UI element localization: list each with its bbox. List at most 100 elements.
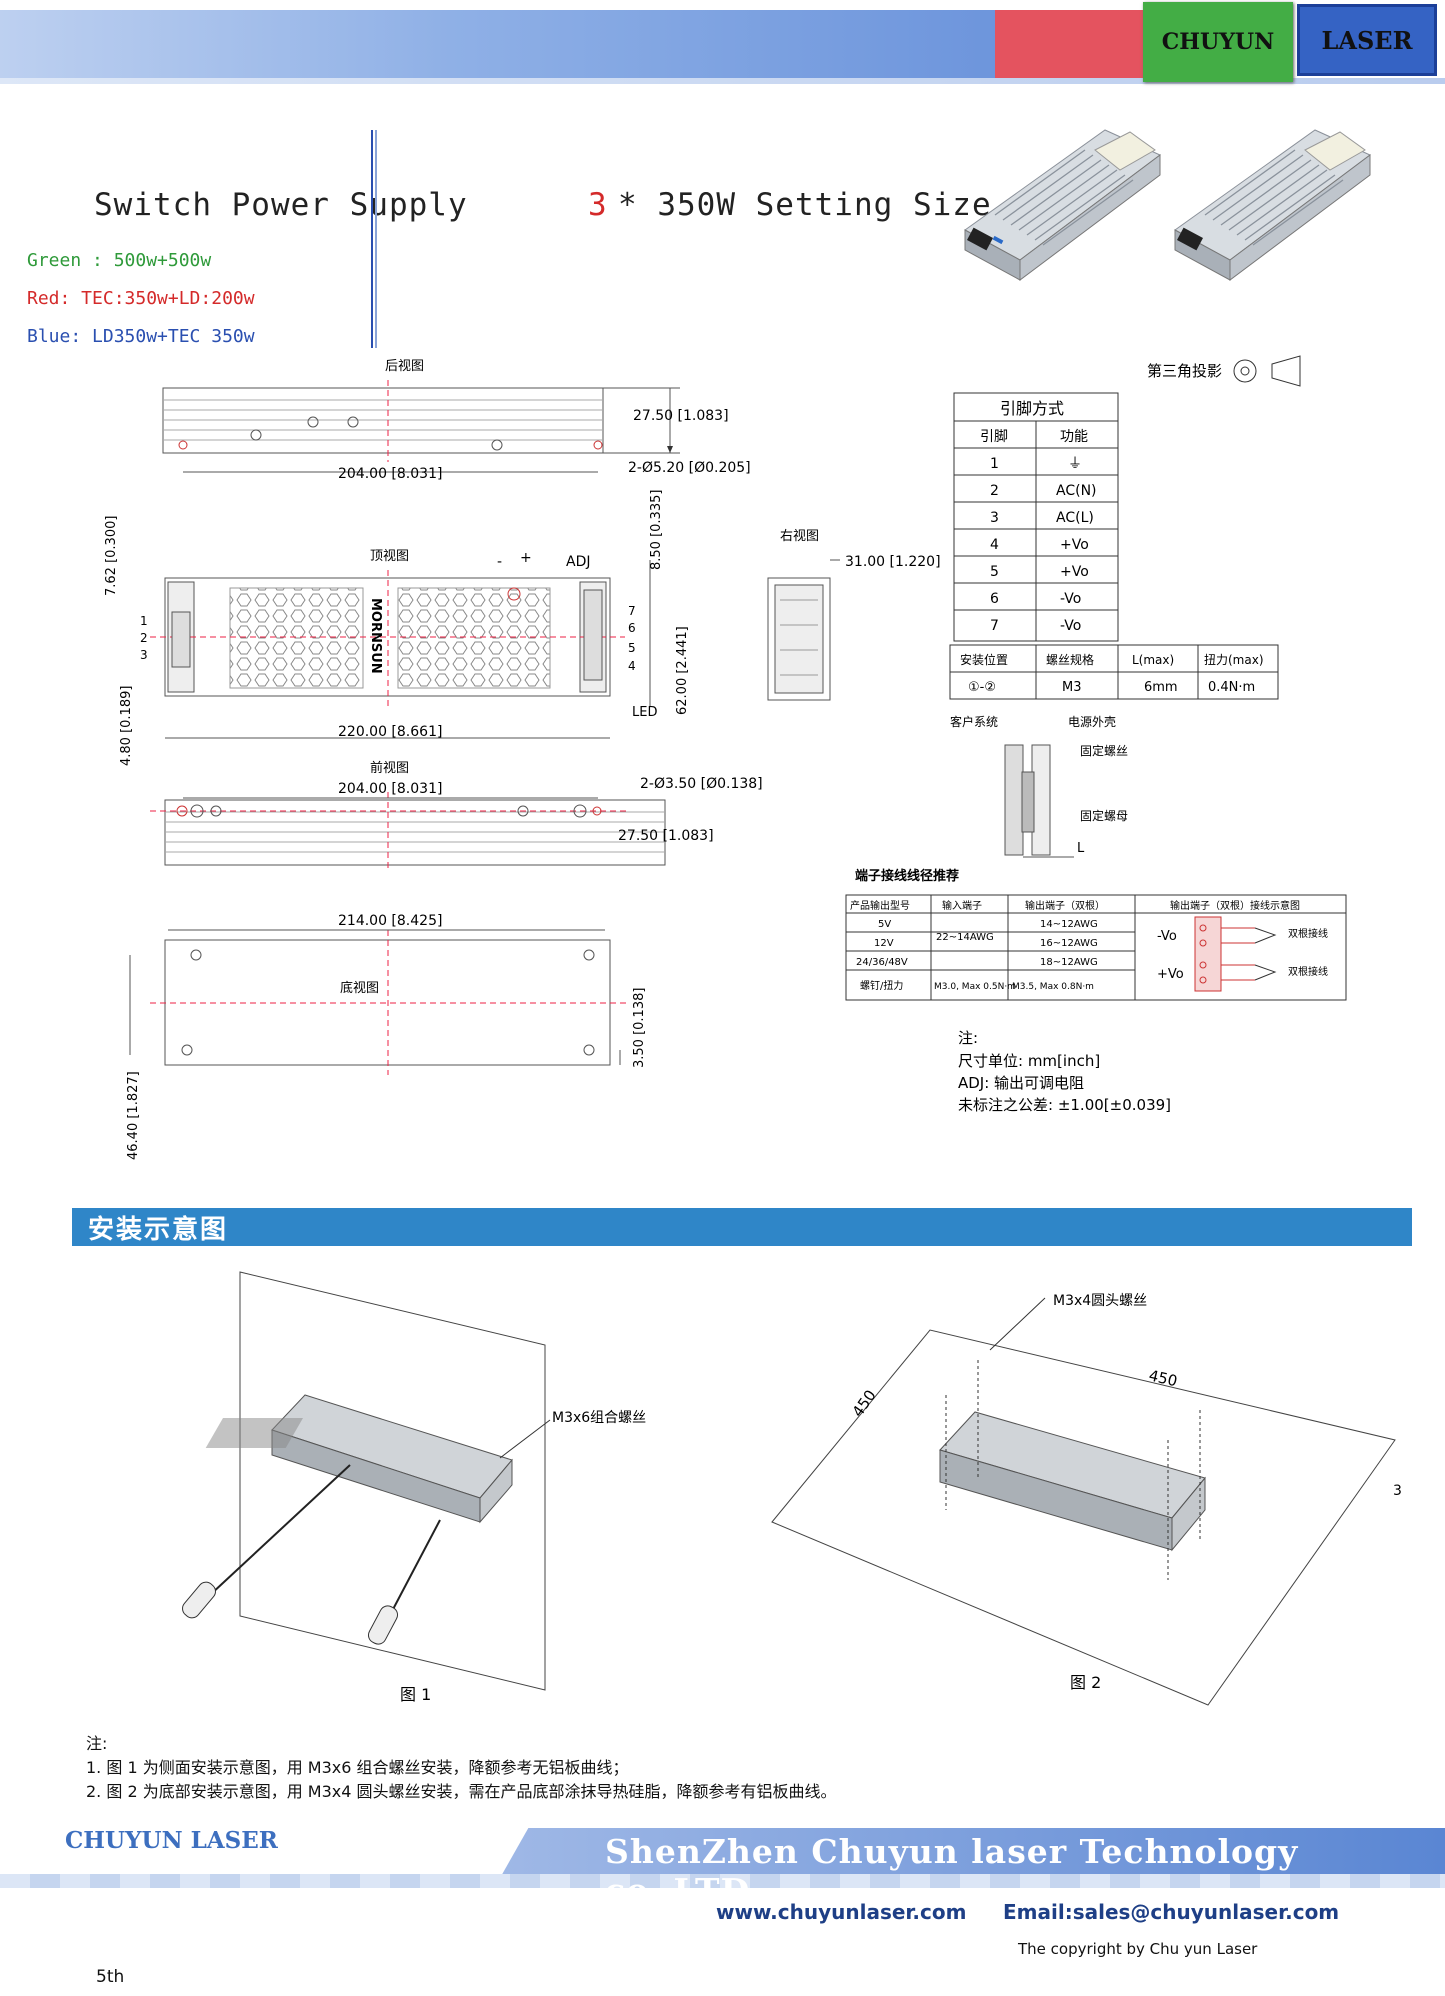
wire-table-title: 端子接线线径推荐 <box>855 868 959 884</box>
legend-red: Red: TEC:350w+LD:200w <box>27 288 255 309</box>
notes-bottom-heading: 注: <box>86 1734 108 1753</box>
title-left: Switch Power Supply <box>94 187 468 223</box>
screw-customer-label: 客户系统 <box>950 714 998 729</box>
wire-header-output: 输出端子（双根） <box>1025 899 1105 912</box>
adj-minus: - <box>497 554 502 570</box>
pin-row-3-function: AC(L) <box>1056 510 1094 526</box>
dim-top-width: 220.00 [8.661] <box>338 724 442 740</box>
header-gradient-band <box>0 10 1000 78</box>
pin-row-6-pin: 6 <box>990 591 999 607</box>
header-red-block <box>995 10 1145 78</box>
legend-blue: Blue: LD350w+TEC 350w <box>27 326 255 347</box>
fig2-screw-label: M3x4圆头螺丝 <box>1053 1293 1147 1309</box>
dim-rear-height: 27.50 [1.083] <box>633 408 729 424</box>
notes-top-adj: ADJ: 输出可调电阻 <box>958 1074 1084 1092</box>
footer-band <box>500 1828 1445 1878</box>
legend-green: Green : 500w+500w <box>27 250 212 271</box>
wire-header-model: 产品输出型号 <box>850 899 910 912</box>
title-count: 3 <box>588 187 608 223</box>
fig2-dim-length: 450 <box>1147 1366 1179 1390</box>
dim-right-depth: 31.00 [1.220] <box>845 554 941 570</box>
wire-pos-label: +Vo <box>1157 967 1184 982</box>
wire-output-5v: 14~12AWG <box>1040 919 1098 930</box>
dim-bottom-offset: 3.50 [0.138] <box>632 988 647 1068</box>
wire-neg-label: -Vo <box>1157 929 1177 944</box>
adj-plus: + <box>520 550 532 566</box>
wire-output-24v: 18~12AWG <box>1040 957 1098 968</box>
fig1-psu <box>205 1394 513 1524</box>
footer-brand: CHUYUN LASER <box>65 1827 278 1854</box>
front-view <box>150 792 666 872</box>
notes-top-heading: 注: <box>958 1029 978 1047</box>
footer-copyright: The copyright by Chu yun Laser <box>1018 1940 1258 1958</box>
mount-table <box>949 644 1279 700</box>
dim-top-v3: 4.80 [0.189] <box>119 686 134 766</box>
wire-output-12v: 16~12AWG <box>1040 938 1098 949</box>
fig2-plate <box>771 1329 1396 1706</box>
pin-table-header-function: 功能 <box>1060 429 1088 445</box>
fig2-caption: 图 2 <box>1070 1673 1101 1692</box>
fig2-leader <box>989 1297 1046 1351</box>
bottom-view <box>129 929 630 1075</box>
left-pin-2: 2 <box>140 631 148 645</box>
dim-front-height: 27.50 [1.083] <box>618 828 714 844</box>
wire-model-5v: 5V <box>878 919 891 930</box>
fig1-caption: 图 1 <box>400 1685 431 1704</box>
wire-header-diagram: 输出端子（双根）接线示意图 <box>1170 899 1300 912</box>
pin-row-1-pin: 1 <box>990 456 999 472</box>
pin-row-3-pin: 3 <box>990 510 999 526</box>
screw-shell-label: 电源外壳 <box>1068 715 1116 729</box>
pin-row-7-pin: 7 <box>990 618 999 634</box>
product-image-1 <box>964 129 1161 281</box>
fig1-screw-label: M3x6组合螺丝 <box>552 1410 646 1426</box>
title-right: * 350W Setting Size <box>618 187 992 223</box>
dim-rear-holes: 2-Ø5.20 [Ø0.205] <box>628 460 751 476</box>
mount-torque: 0.4N·m <box>1208 680 1255 695</box>
pin-row-4-function: +Vo <box>1060 537 1089 553</box>
pin-row-5-pin: 5 <box>990 564 999 580</box>
fig2-psu <box>939 1411 1206 1552</box>
dim-bottom-height: 46.40 [1.827] <box>126 1071 141 1160</box>
fig1-wall <box>239 1271 546 1691</box>
mount-header-screw: 螺丝规格 <box>1046 652 1094 667</box>
front-view-label: 前视图 <box>370 760 409 776</box>
right-view <box>767 559 840 701</box>
dim-front-width: 204.00 [8.031] <box>338 781 442 797</box>
rear-view-label: 后视图 <box>385 359 424 374</box>
header-brand-right: LASER <box>1297 4 1437 76</box>
pin-row-1-function: ⏚ <box>1068 456 1082 472</box>
product-image-2 <box>1174 129 1371 281</box>
notes-top-unit: 尺寸单位: mm[inch] <box>958 1052 1100 1070</box>
technical-drawing: 后视图 27.50 [1.083] 2-Ø5.20 [Ø0.205] 204.0… <box>104 355 1347 1160</box>
notes-bottom-1: 1. 图 1 为侧面安装示意图，用 M3x6 组合螺丝安装，降额参考无铝板曲线； <box>86 1758 629 1777</box>
footer-email-link[interactable]: Email:sales@chuyunlaser.com <box>1003 1900 1340 1924</box>
pin-row-2-function: AC(N) <box>1056 483 1097 499</box>
footer-strip <box>0 1874 1445 1888</box>
footer-website-link[interactable]: www.chuyunlaser.com <box>716 1900 967 1924</box>
left-pin-1: 1 <box>140 614 148 628</box>
notes-top-tolerance: 未标注之公差: ±1.00[±0.039] <box>958 1096 1171 1114</box>
mount-header-length: L(max) <box>1132 653 1174 667</box>
footer-company: ShenZhen Chuyun laser Technology co.,LTD <box>605 1832 1299 1910</box>
dim-top-v1: 8.50 [0.335] <box>649 490 664 570</box>
section-install-title: 安装示意图 <box>72 1208 1412 1246</box>
wire-terminal-icon <box>1194 916 1277 992</box>
dim-front-holes: 2-Ø3.50 [Ø0.138] <box>640 776 763 792</box>
mount-header-position: 安装位置 <box>960 652 1008 667</box>
led-label: LED <box>632 705 657 720</box>
header-brand-left: CHUYUN <box>1143 2 1293 82</box>
wire-output-torque: M3.5, Max 0.8N·m <box>1012 982 1094 992</box>
fig1-leader <box>499 1419 551 1459</box>
page-number: 5th <box>96 1967 125 1987</box>
projection-circle-icon <box>1233 359 1257 383</box>
mount-position: ①-② <box>968 680 996 695</box>
fig2-dim-thickness: 3 <box>1393 1483 1402 1499</box>
divider-line-blue <box>371 130 373 348</box>
fig2-dim-width: 450 <box>849 1387 880 1421</box>
screw-l-label: L <box>1077 841 1085 856</box>
pin-row-5-function: +Vo <box>1060 564 1089 580</box>
divider-line-light <box>375 130 377 348</box>
pin-table <box>953 392 1119 642</box>
wire-model-24v: 24/36/48V <box>856 957 908 968</box>
pin-row-4-pin: 4 <box>990 537 999 553</box>
